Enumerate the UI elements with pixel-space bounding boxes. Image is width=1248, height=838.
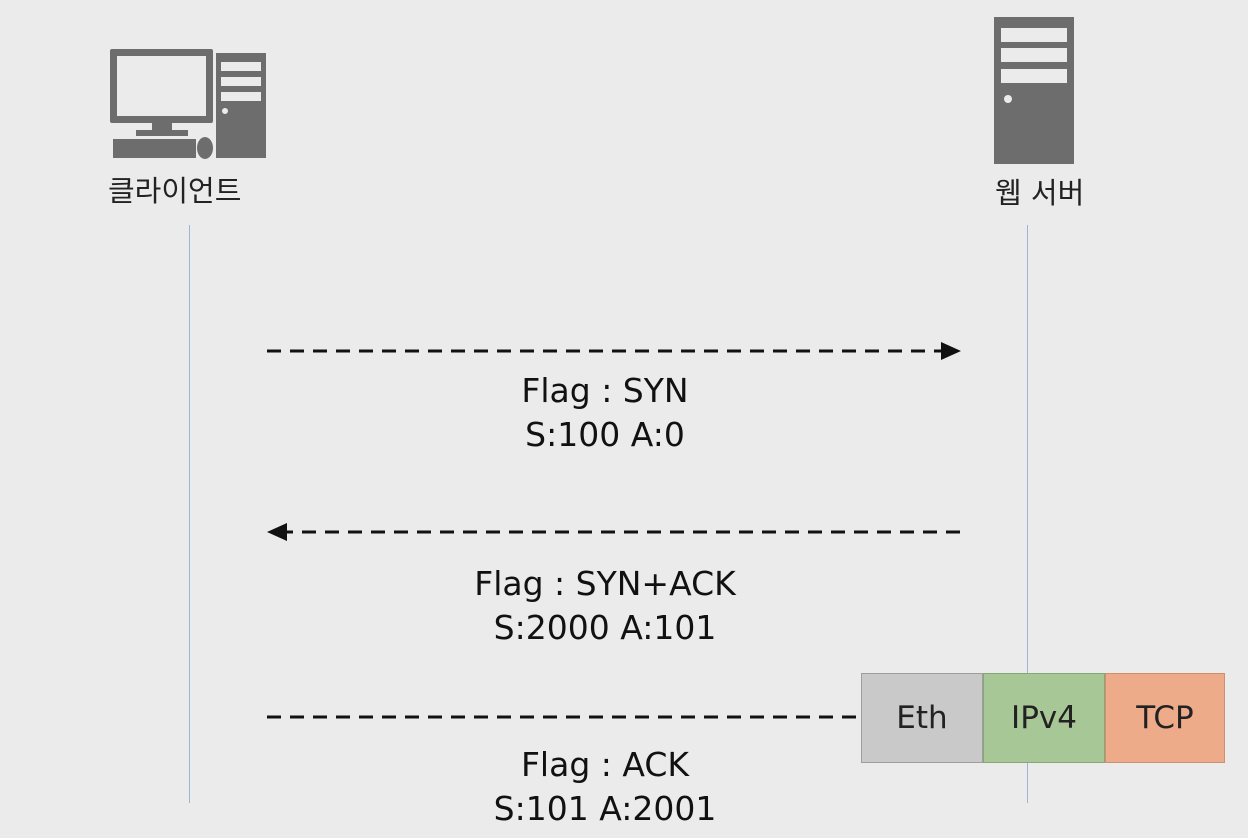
syn-arrowhead	[941, 342, 961, 360]
tcp-header-block: TCP	[1105, 673, 1225, 763]
syn-flag-text: Flag : SYN	[521, 371, 689, 410]
client-label: 클라이언트	[108, 174, 242, 208]
server-lifeline	[1027, 225, 1028, 803]
ack-flag-text: Flag : ACK	[520, 745, 690, 784]
ack-message-label: Flag : ACK S:101 A:2001	[400, 743, 810, 831]
syn-seq-text: S:100 A:0	[525, 415, 685, 454]
client-lifeline	[189, 225, 190, 803]
eth-header-block: Eth	[861, 673, 983, 763]
synack-flag-text: Flag : SYN+ACK	[474, 564, 736, 603]
ipv4-header-block: IPv4	[983, 673, 1105, 763]
synack-seq-text: S:2000 A:101	[493, 608, 717, 647]
synack-message-label: Flag : SYN+ACK S:2000 A:101	[400, 562, 810, 650]
syn-message-label: Flag : SYN S:100 A:0	[400, 369, 810, 457]
synack-arrowhead	[267, 523, 287, 541]
server-label: 웹 서버	[995, 176, 1085, 210]
ack-seq-text: S:101 A:2001	[493, 789, 717, 828]
